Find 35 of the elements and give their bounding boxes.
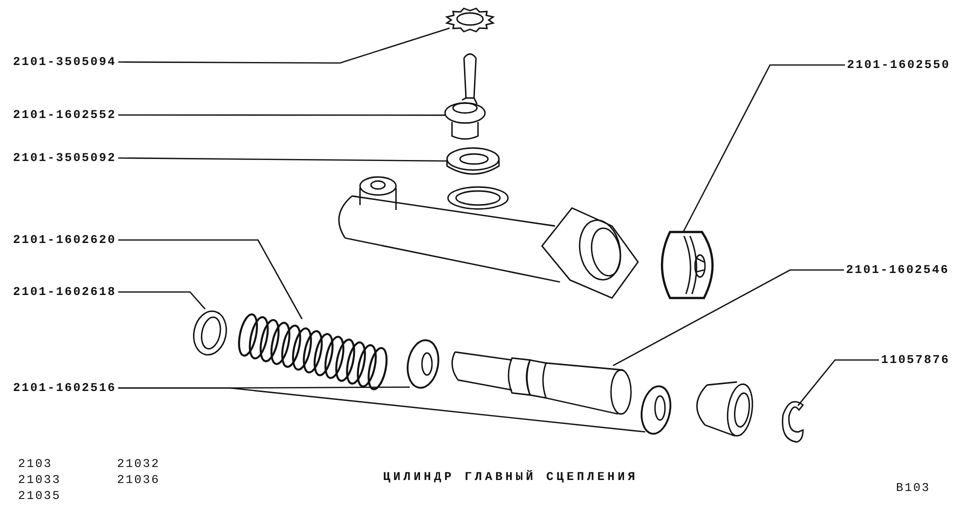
part-number: 2101-1602618: [13, 285, 116, 299]
piston-drawing: [451, 351, 632, 415]
caption: ЦИЛИНДР ГЛАВНЫЙ СЦЕПЛЕНИЯ: [383, 470, 638, 484]
leader-line: [797, 359, 879, 406]
leader-line: [118, 291, 206, 310]
part-number: 2101-1602550: [847, 58, 950, 72]
leader-line: [118, 27, 450, 64]
model-number: 21033: [18, 473, 62, 487]
seal-drawing: [406, 339, 440, 389]
leader-line: [118, 114, 445, 116]
lock-washer-drawing: [445, 8, 495, 32]
seal-drawing: [640, 385, 672, 435]
model-number: 21035: [18, 489, 62, 503]
seal-washer-drawing: [446, 147, 500, 175]
leader-line: [118, 239, 303, 320]
part-number: 2101-3505092: [13, 151, 116, 165]
page-code: В103: [896, 481, 930, 495]
cap-drawing: [660, 230, 714, 300]
part-number: 11057876: [881, 353, 950, 367]
fitting-drawing: [444, 53, 486, 140]
model-number: 21032: [117, 457, 160, 471]
leader-line: [612, 269, 844, 366]
part-number: 2101-1602552: [13, 108, 116, 122]
spring-drawing: [238, 313, 388, 390]
part-number: 2101-3505094: [13, 55, 116, 69]
circlip-drawing: [782, 400, 804, 443]
ring-drawing: [193, 310, 227, 356]
model-number: 2103: [18, 457, 52, 471]
part-number: 2101-1602516: [13, 381, 116, 395]
part-number: 2101-1602620: [13, 233, 116, 247]
leader-line: [682, 64, 845, 232]
leader-line: [118, 157, 447, 162]
leader-line: [118, 387, 646, 433]
model-number: 21036: [117, 473, 160, 487]
part-number: 2101-1602546: [846, 263, 950, 277]
